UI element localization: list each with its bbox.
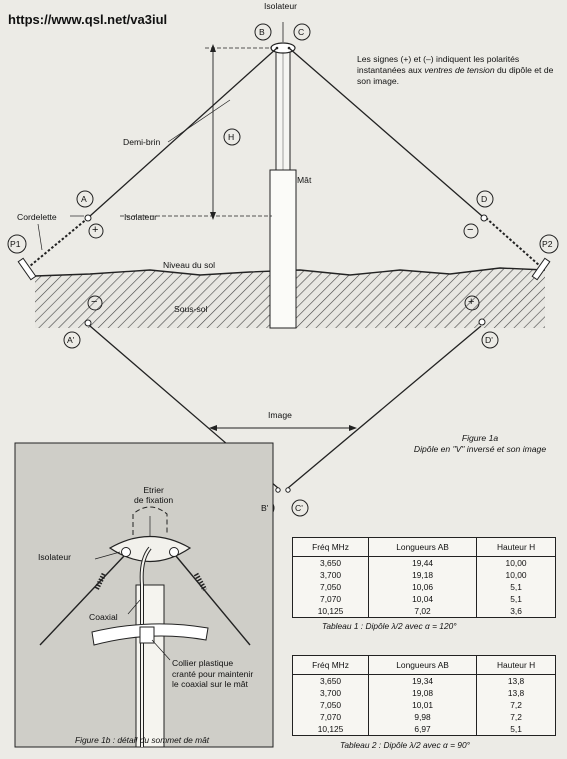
label-coaxial: Coaxial <box>89 612 118 622</box>
image-leg-right <box>287 325 482 489</box>
table-2-caption: Tableau 2 : Dipôle λ/2 avec α = 90° <box>340 740 470 750</box>
point-c: C <box>298 27 305 37</box>
point-d: D <box>481 194 488 204</box>
ground-line <box>34 267 546 277</box>
label-mat: Mât <box>297 175 312 185</box>
point-h: H <box>228 132 235 142</box>
label-cordelette: Cordelette <box>17 212 57 222</box>
point-c-image: C' <box>295 503 303 513</box>
sign-d: − <box>467 224 474 236</box>
polarity-note: Les signes (+) et (–) indiquent les pola… <box>357 54 554 86</box>
stake-p1 <box>17 257 37 281</box>
table-1-header: Hauteur H <box>476 537 556 557</box>
insulator-a <box>84 214 92 222</box>
insulator-d <box>480 214 488 222</box>
cord-right <box>485 217 541 267</box>
point-a: A <box>81 194 87 204</box>
table-1-caption: Tableau 1 : Dipôle λ/2 avec α = 120° <box>322 621 457 631</box>
point-b: B <box>259 27 265 37</box>
stake-p2 <box>531 257 551 281</box>
detail-wire-right <box>175 555 251 646</box>
sign-a-image: − <box>91 296 98 308</box>
label-image: Image <box>268 410 292 420</box>
label-isolateur-top: Isolateur <box>264 1 297 11</box>
point-b-image: B' <box>261 503 269 513</box>
table-2-header: Fréq MHz <box>291 655 370 675</box>
source-url: https://www.qsl.net/va3iul <box>8 12 168 27</box>
table-2-header: Hauteur H <box>476 655 556 675</box>
label-detail-isolateur: Isolateur <box>38 552 71 562</box>
leg-left <box>89 47 278 217</box>
top-insulator <box>270 42 296 54</box>
label-sous-sol: Sous-sol <box>174 304 208 314</box>
table-2-header: Longueurs AB <box>368 655 478 675</box>
point-d-image: D' <box>485 335 493 345</box>
label-demi-brin: Demi-brin <box>123 137 161 147</box>
leg-right <box>288 47 483 217</box>
point-p1: P1 <box>10 239 21 249</box>
figure-1b-caption: Figure 1b : détail du sommet de mât <box>75 735 210 745</box>
point-p2: P2 <box>542 239 553 249</box>
stirrup <box>132 506 168 535</box>
cord-left <box>29 217 89 267</box>
figure-1a-caption: Figure 1a Dipôle en "V" inversé et son i… <box>413 433 547 454</box>
detail-wire-left <box>39 555 125 646</box>
table-1-header: Fréq MHz <box>291 537 370 557</box>
sign-d-image: + <box>468 296 475 308</box>
label-isolateur-a: Isolateur <box>124 212 157 222</box>
mast-base <box>269 169 297 329</box>
sign-a: + <box>92 224 99 236</box>
label-niveau-sol: Niveau du sol <box>163 260 216 270</box>
table-1-header: Longueurs AB <box>368 537 478 557</box>
point-a-image: A' <box>67 335 75 345</box>
